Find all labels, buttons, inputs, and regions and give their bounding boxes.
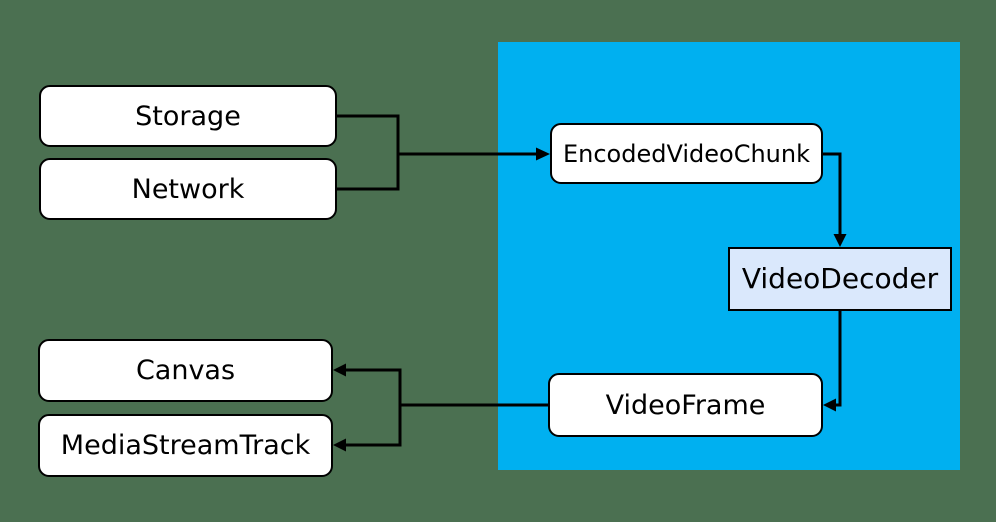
node-network: Network: [39, 158, 337, 220]
node-videodecoder: VideoDecoder: [728, 247, 952, 311]
node-encodedvideochunk: EncodedVideoChunk: [550, 123, 823, 184]
node-storage: Storage: [39, 85, 337, 147]
node-canvas: Canvas: [38, 339, 333, 402]
node-videoframe: VideoFrame: [548, 373, 823, 437]
node-network-label: Network: [131, 173, 245, 205]
node-videoframe-label: VideoFrame: [605, 389, 766, 421]
arrowhead-into-mediastreamtrack: [333, 438, 346, 452]
node-videodecoder-label: VideoDecoder: [741, 262, 939, 295]
node-canvas-label: Canvas: [135, 355, 236, 386]
node-encodedvideochunk-label: EncodedVideoChunk: [562, 139, 811, 168]
node-mediastreamtrack: MediaStreamTrack: [38, 414, 333, 477]
arrowhead-into-canvas: [333, 363, 346, 377]
node-mediastreamtrack-label: MediaStreamTrack: [60, 430, 311, 461]
node-storage-label: Storage: [135, 100, 241, 132]
